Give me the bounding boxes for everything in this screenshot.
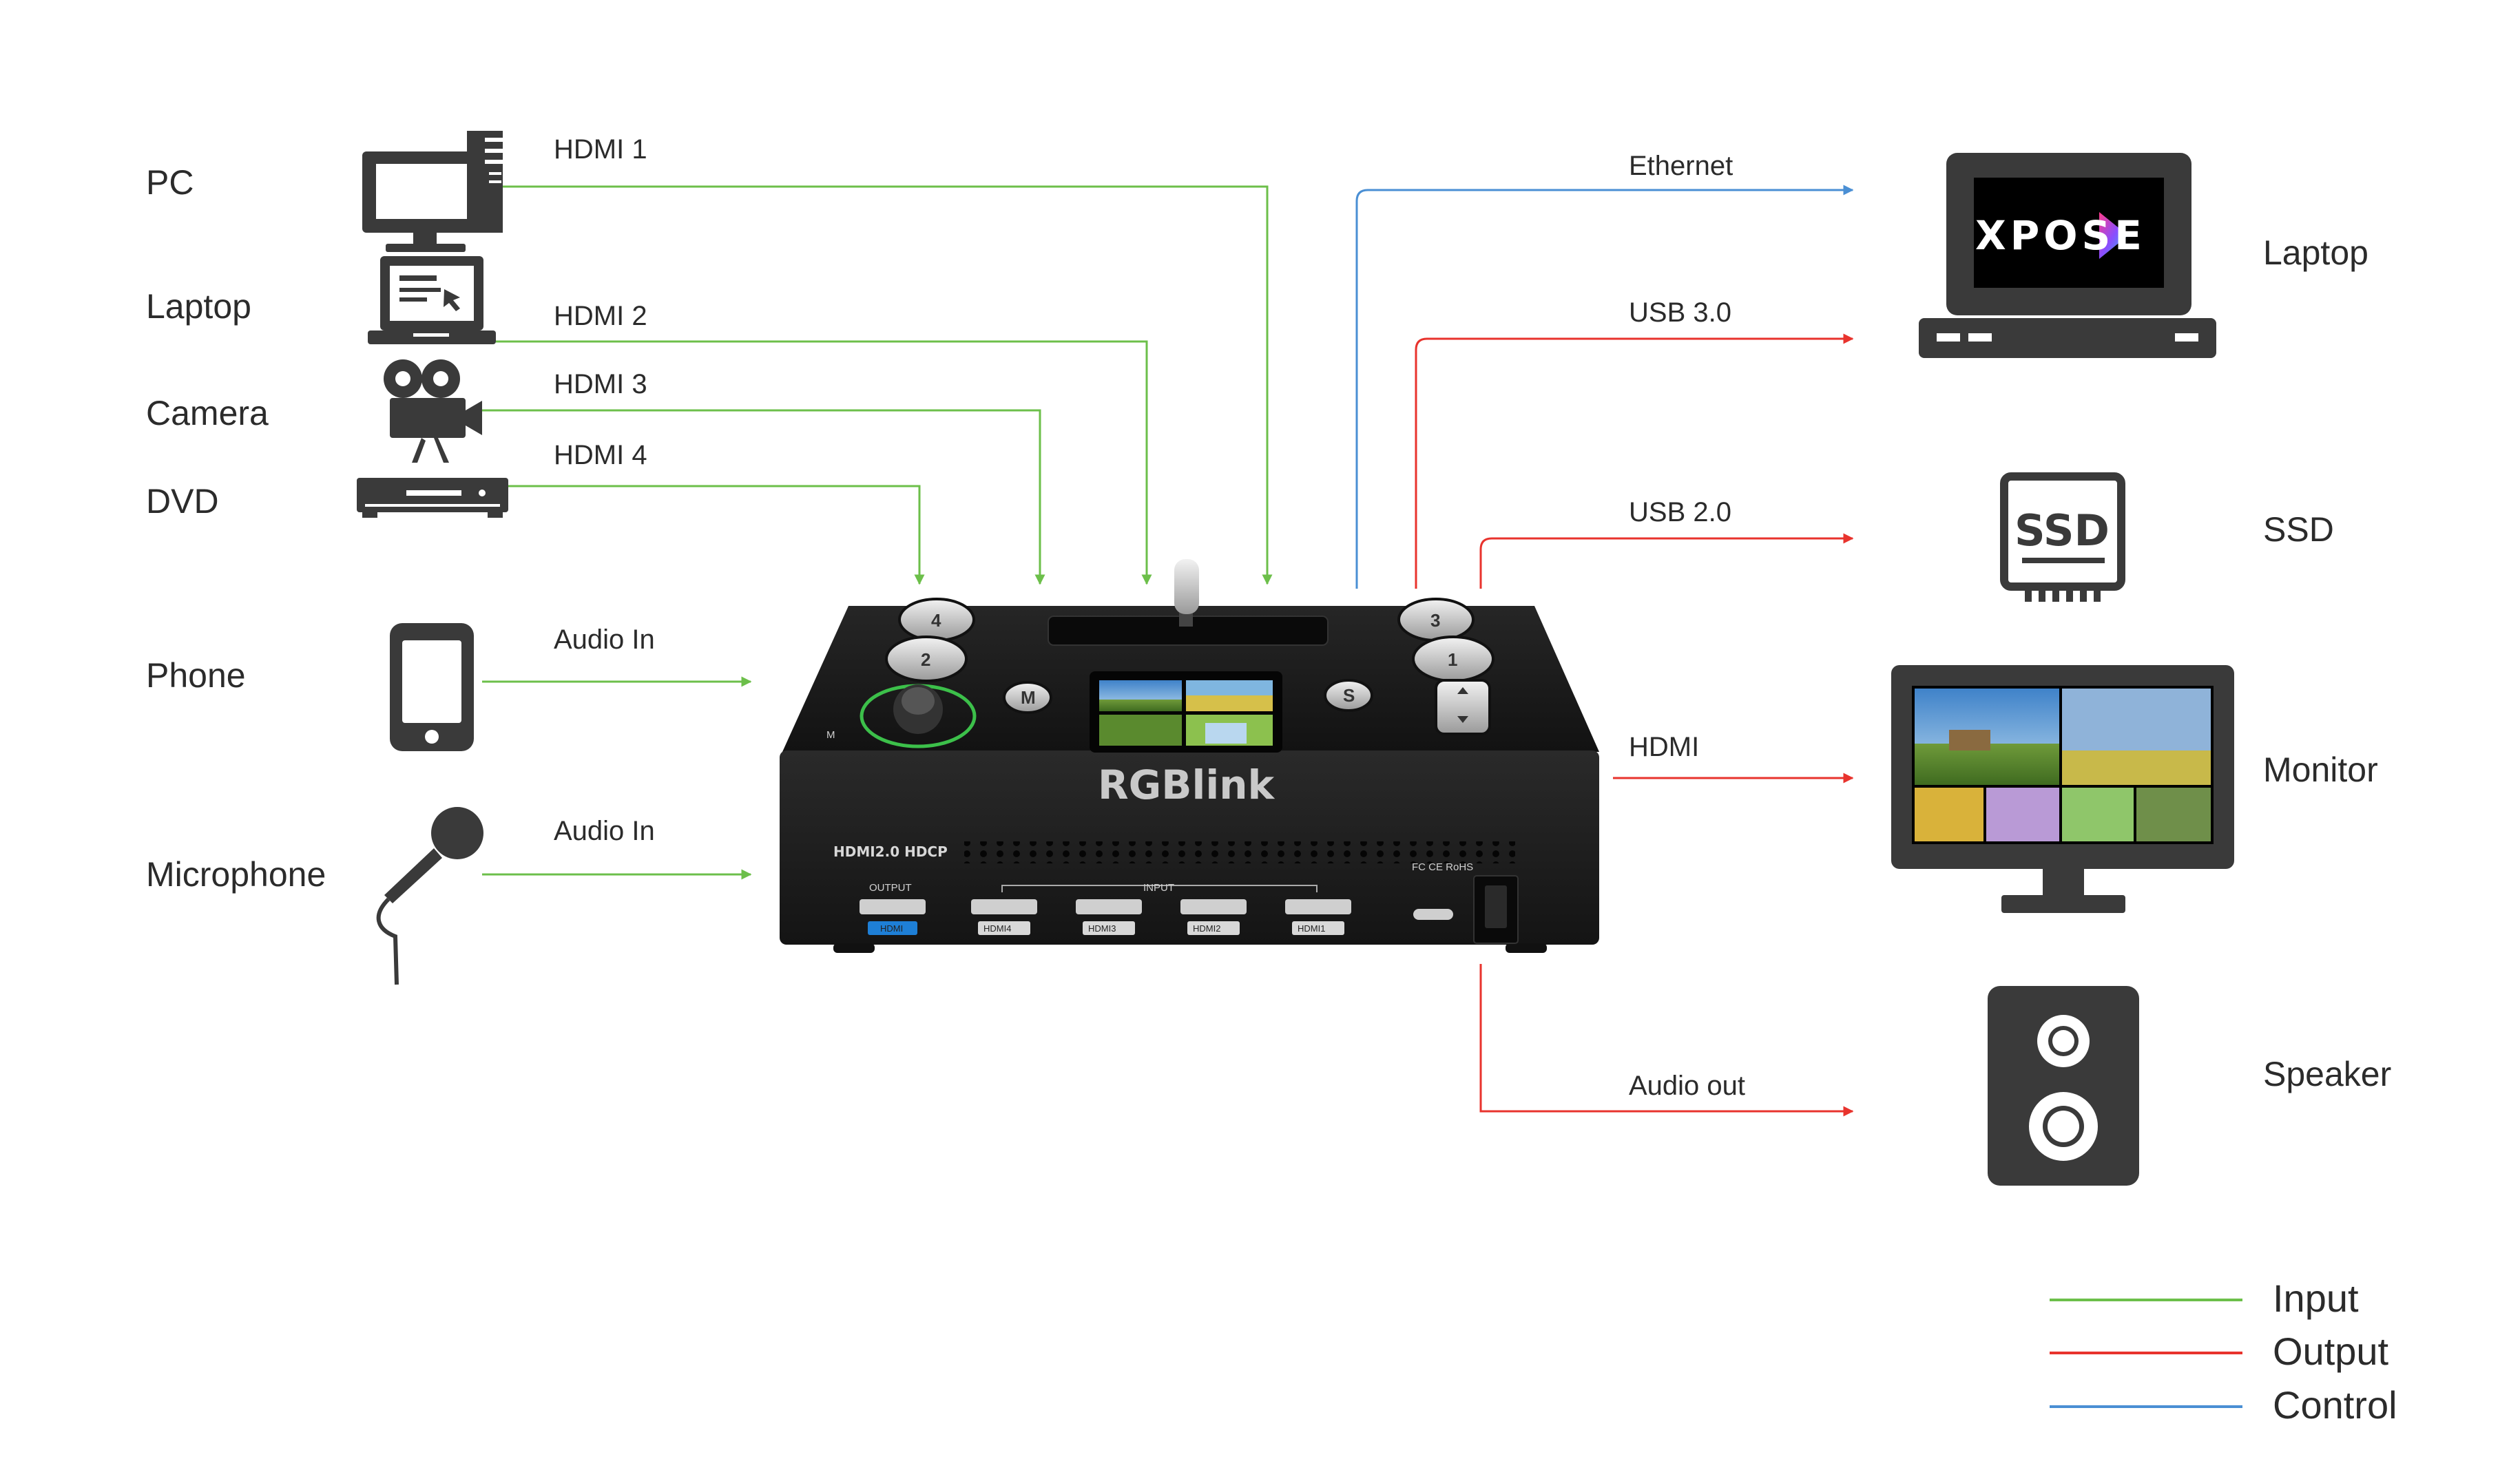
phone-label: Phone bbox=[146, 656, 246, 695]
key-3[interactable]: 3 bbox=[1397, 598, 1475, 642]
port-in3-label: HDMI3 bbox=[1088, 923, 1116, 934]
usb20-label: USB 2.0 bbox=[1629, 497, 1731, 527]
hdmi4-label: HDMI 4 bbox=[554, 440, 647, 470]
joystick[interactable] bbox=[860, 684, 977, 748]
legend-control-label: Control bbox=[2273, 1383, 2397, 1427]
hdmi-out-label: HDMI bbox=[1629, 732, 1699, 762]
legend: Input Output Control bbox=[2050, 1277, 2397, 1427]
device-brand: RGBlink bbox=[1098, 762, 1275, 808]
legend-output-label: Output bbox=[2273, 1330, 2389, 1373]
speaker-label: Speaker bbox=[2263, 1055, 2391, 1093]
hdmi3-label: HDMI 3 bbox=[554, 369, 647, 399]
speaker-icon bbox=[1988, 986, 2139, 1186]
hdmi2-line bbox=[496, 340, 1152, 585]
input-group-label: INPUT bbox=[1143, 882, 1174, 894]
audio-out-label: Audio out bbox=[1629, 1071, 1745, 1101]
monitor-icon bbox=[1891, 665, 2234, 913]
port-in2-label: HDMI2 bbox=[1193, 923, 1220, 934]
key-m-label: M bbox=[1021, 687, 1036, 708]
ethernet-label: Ethernet bbox=[1629, 151, 1733, 181]
usb20-line bbox=[1479, 533, 1854, 589]
dvd-icon bbox=[357, 478, 508, 518]
port-usb-c[interactable] bbox=[1413, 909, 1453, 920]
port-hdmi1[interactable]: HDMI1 bbox=[1285, 899, 1351, 935]
key-3-label: 3 bbox=[1430, 610, 1440, 631]
key-4[interactable]: 4 bbox=[898, 598, 975, 642]
usb30-label: USB 3.0 bbox=[1629, 297, 1731, 328]
power-switch[interactable] bbox=[1473, 875, 1519, 944]
key-1-label: 1 bbox=[1448, 649, 1457, 670]
t-bar-handle[interactable] bbox=[1174, 559, 1199, 627]
ssd-icon: SSD bbox=[2000, 472, 2125, 602]
pc-label: PC bbox=[146, 163, 194, 202]
legend-input-label: Input bbox=[2273, 1277, 2359, 1320]
ssd-icon-label: SSD bbox=[2014, 505, 2110, 556]
microphone-icon bbox=[376, 807, 483, 985]
key-1[interactable]: 1 bbox=[1412, 636, 1495, 682]
hdmi4-line bbox=[508, 485, 925, 585]
phone-icon bbox=[390, 623, 474, 751]
port-out-label: HDMI bbox=[880, 923, 903, 934]
camera-icon bbox=[384, 359, 482, 463]
hdmi1-label: HDMI 1 bbox=[554, 134, 647, 165]
microphone-label: Microphone bbox=[146, 855, 326, 894]
port-hdmi-out[interactable]: HDMI bbox=[860, 899, 926, 935]
port-hdmi3[interactable]: HDMI3 bbox=[1076, 899, 1142, 935]
laptop-output-icon: XPOSE bbox=[1919, 153, 2216, 358]
preview-screen bbox=[1090, 671, 1282, 753]
camera-label: Camera bbox=[146, 394, 269, 432]
hdmi3-line bbox=[482, 409, 1045, 585]
audio-in-phone-label: Audio In bbox=[554, 624, 655, 655]
laptop-screen-logo: XPOSE bbox=[1975, 212, 2146, 259]
nav-keys[interactable] bbox=[1435, 679, 1491, 735]
hdmi1-line bbox=[503, 185, 1273, 585]
audio-in-mic-label: Audio In bbox=[554, 816, 655, 846]
device-spec: HDMI2.0 HDCP bbox=[833, 843, 948, 860]
port-hdmi2[interactable]: HDMI2 bbox=[1180, 899, 1247, 935]
rgblink-switcher: 4 2 M M 3 1 S bbox=[780, 559, 1599, 953]
key-m[interactable]: M bbox=[1003, 681, 1052, 714]
key-2-label: 2 bbox=[921, 649, 930, 670]
device-certs: FC CE RoHS bbox=[1412, 861, 1473, 873]
device-badge: M bbox=[826, 729, 835, 741]
port-in4-label: HDMI4 bbox=[983, 923, 1011, 934]
ssd-output-label: SSD bbox=[2263, 510, 2334, 549]
vent-grille bbox=[964, 841, 1515, 863]
usb30-line bbox=[1415, 333, 1854, 589]
pc-icon bbox=[362, 131, 503, 252]
key-s-label: S bbox=[1343, 685, 1355, 706]
laptop-input-label: Laptop bbox=[146, 287, 251, 326]
ethernet-line bbox=[1355, 185, 1854, 589]
dvd-label: DVD bbox=[146, 482, 219, 521]
key-4-label: 4 bbox=[931, 610, 941, 631]
laptop-output-label: Laptop bbox=[2263, 233, 2368, 272]
output-group-label: OUTPUT bbox=[869, 882, 912, 894]
hdmi2-label: HDMI 2 bbox=[554, 301, 647, 331]
audio-out-line bbox=[1479, 964, 1854, 1117]
key-s[interactable]: S bbox=[1324, 679, 1373, 712]
port-hdmi4[interactable]: HDMI4 bbox=[971, 899, 1037, 935]
laptop-input-icon bbox=[368, 256, 496, 344]
monitor-label: Monitor bbox=[2263, 750, 2378, 789]
port-in1-label: HDMI1 bbox=[1298, 923, 1325, 934]
key-2[interactable]: 2 bbox=[885, 636, 968, 682]
